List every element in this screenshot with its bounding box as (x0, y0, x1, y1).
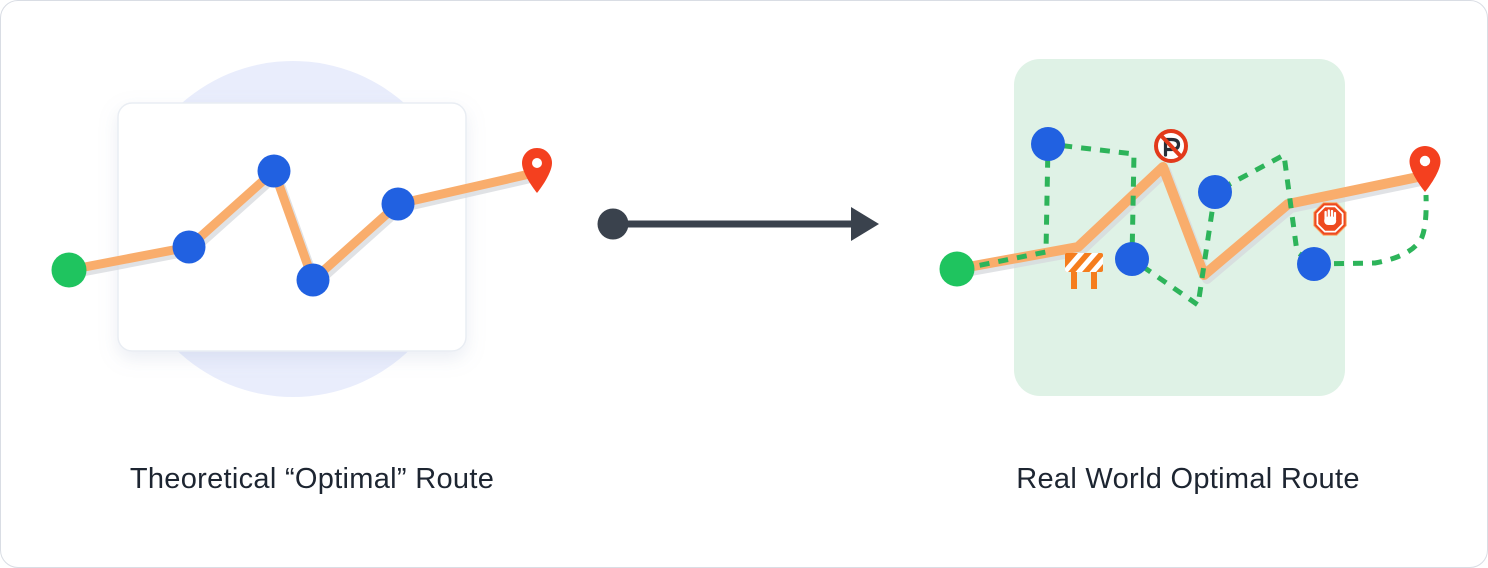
waypoint-dot (1198, 175, 1232, 209)
caption-real-world-route: Real World Optimal Route (1016, 463, 1360, 495)
flow-arrow (597, 207, 879, 241)
waypoint-dot (1115, 242, 1149, 276)
arrow-origin-dot (597, 208, 629, 240)
no-parking-sign-icon (1154, 129, 1188, 163)
stop-hand-sign-icon (1313, 202, 1347, 236)
waypoint-dot (1297, 247, 1331, 281)
caption-theoretical-route: Theoretical “Optimal” Route (129, 463, 495, 495)
map-area-background (1014, 59, 1345, 396)
real-world-route-illustration (939, 59, 1441, 396)
waypoint-dot (1031, 127, 1065, 161)
start-point-dot (51, 252, 87, 288)
start-point-dot (939, 251, 975, 287)
road-barrier-icon (1065, 253, 1103, 289)
waypoint-dot (257, 154, 291, 188)
waypoint-dot (296, 263, 330, 297)
waypoint-dot (172, 230, 206, 264)
theoretical-route-illustration (51, 61, 552, 397)
waypoint-dot (381, 187, 415, 221)
optimal-route-line (64, 166, 539, 285)
destination-map-pin-icon (522, 148, 552, 193)
real-route-line (952, 162, 1423, 280)
arrow-head (851, 207, 879, 241)
hand-glyph (1324, 209, 1337, 225)
destination-map-pin-icon (1409, 146, 1441, 192)
